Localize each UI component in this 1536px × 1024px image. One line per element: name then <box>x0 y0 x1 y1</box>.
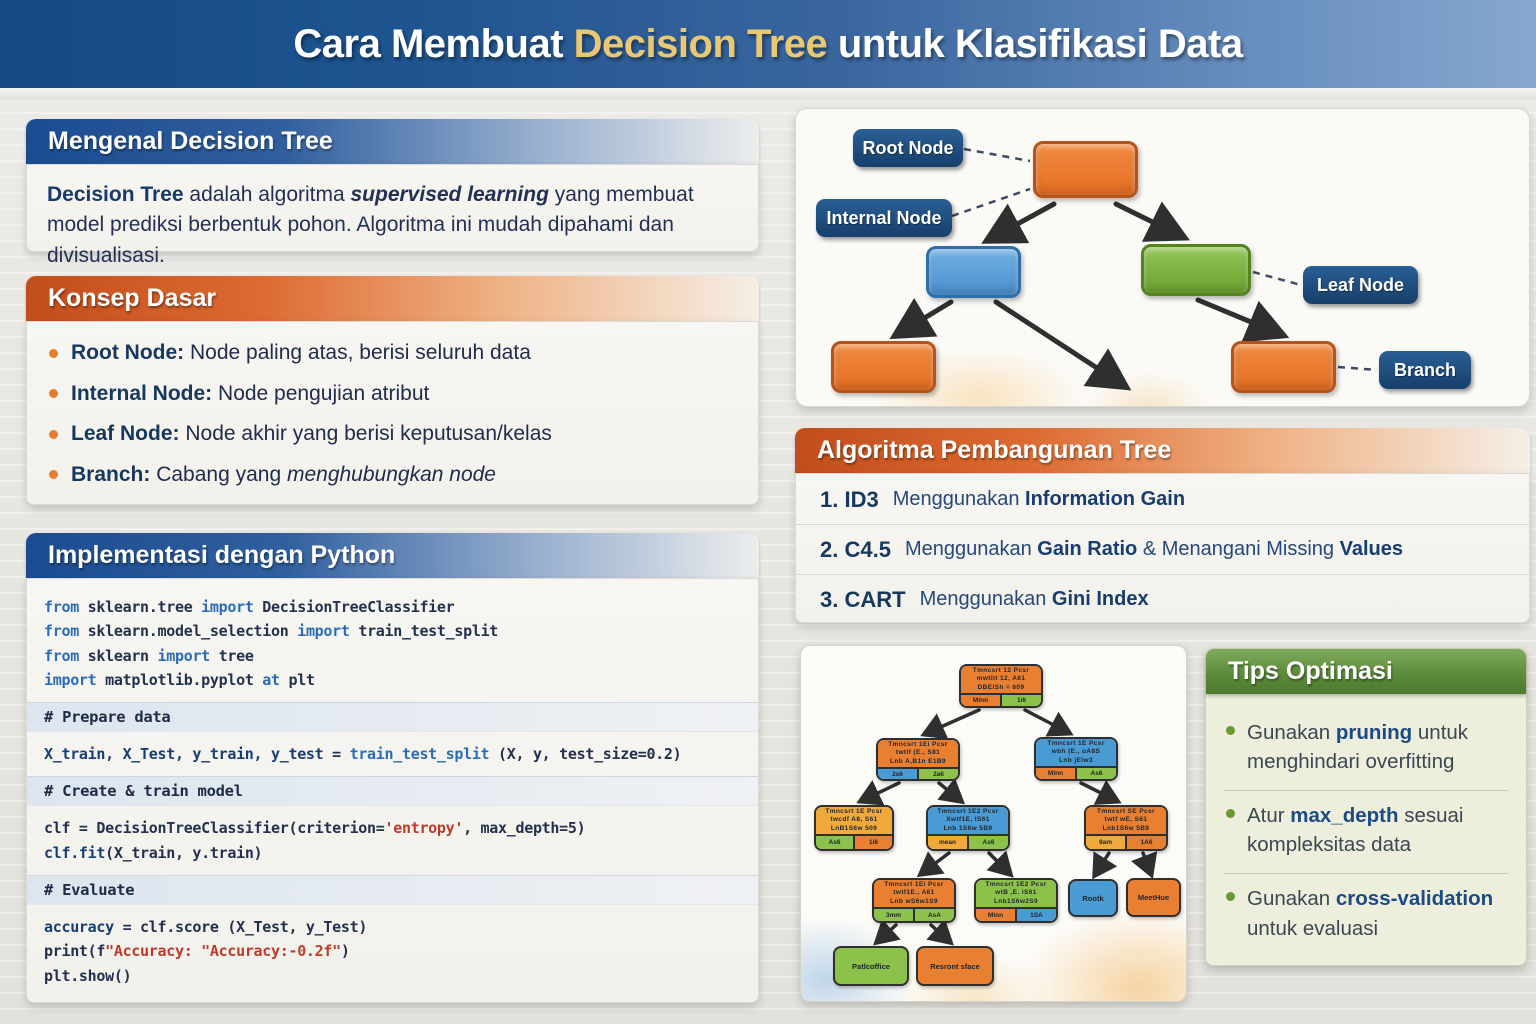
label-internal-node: Internal Node <box>816 199 952 237</box>
code-line: X_train, X_Test, y_train, y_test = train… <box>44 745 682 764</box>
bullet-icon <box>49 429 58 439</box>
bullet-icon <box>1226 892 1235 902</box>
code-line: clf = DecisionTreeClassifier(criterion='… <box>44 819 586 838</box>
title-prefix: Cara Membuat <box>293 21 574 66</box>
list-item: Atur max_depth sesuai kompleksitas data <box>1224 790 1508 873</box>
list-item: Gunakan cross-validation untuk evaluasi <box>1224 873 1508 956</box>
leaf-node-box-right <box>1231 341 1336 393</box>
root-node-box <box>1033 141 1138 198</box>
list-item: Leaf Node: Node akhir yang berisi keputu… <box>27 414 758 455</box>
code-comment: # Evaluate <box>27 875 758 906</box>
code-line: import matplotlib.pyplot at plt <box>44 670 315 689</box>
title-suffix: untuk Klasifikasi Data <box>827 21 1243 66</box>
code-comment: # Create & train model <box>27 776 758 807</box>
code-group: accuracy = clf.score (X_Test, y_Test) pr… <box>27 909 758 994</box>
section-header-implementasi: Implementasi dengan Python <box>26 533 759 578</box>
code-line: from sklearn import tree <box>44 646 254 665</box>
code-line: plt.show() <box>44 966 132 985</box>
section-header-konsep: Konsep Dasar <box>26 276 759 321</box>
bullet-icon <box>49 470 58 480</box>
label-branch: Branch <box>1379 351 1471 389</box>
code-comment: # Prepare data <box>27 702 758 733</box>
code-line: from sklearn.model_selection import trai… <box>44 622 499 641</box>
label-leaf-node: Leaf Node <box>1303 266 1418 304</box>
paragraph: Decision Tree adalah algoritma supervise… <box>47 183 694 267</box>
internal-node-box <box>926 246 1021 298</box>
section-header-algoritma: Algoritma Pembangunan Tree <box>795 428 1530 473</box>
code-line: accuracy = clf.score (X_Test, y_Test) <box>44 918 368 937</box>
code-block: from sklearn.tree import DecisionTreeCla… <box>26 578 759 1003</box>
bold-term: Decision Tree <box>47 183 184 206</box>
tips-card: Tips Optimasi Gunakan pruning untuk meng… <box>1205 648 1527 966</box>
list-item: Branch: Cabang yang menghubungkan node <box>27 455 758 496</box>
label-root-node: Root Node <box>853 129 963 167</box>
italic-term: supervised learning <box>350 183 549 206</box>
leaf-node-box-left <box>831 341 936 393</box>
tree-structure-diagram: Root Node Internal Node Leaf Node Branch <box>795 108 1530 407</box>
section-header-mengenal: Mengenal Decision Tree <box>26 119 759 164</box>
code-line: from sklearn.tree import DecisionTreeCla… <box>44 598 455 616</box>
code-line: clf.fit(X_train, y.train) <box>44 843 263 862</box>
code-line: print(f"Accuracy: "Accuracy:-0.2f") <box>44 942 350 961</box>
mini-leaf: Resront sface <box>916 946 994 986</box>
algoritma-card: 1. ID3 Menggunakan Information Gain 2. C… <box>795 473 1530 623</box>
mini-leaf: MeetHue <box>1126 878 1181 917</box>
konsep-card: Root Node: Node paling atas, berisi selu… <box>26 321 759 505</box>
connector-lines <box>856 708 1158 946</box>
bullet-icon <box>49 348 58 358</box>
connector-lines <box>889 147 1378 391</box>
bullet-icon <box>49 389 58 399</box>
mini-leaf: Rootk <box>1068 879 1118 917</box>
list-item: Root Node: Node paling atas, berisi selu… <box>27 333 758 374</box>
code-group: X_train, X_Test, y_train, y_test = train… <box>27 736 758 772</box>
page-header: Cara Membuat Decision Tree untuk Klasifi… <box>0 0 1536 100</box>
list-item: Internal Node: Node pengujian atribut <box>27 374 758 415</box>
code-imports: from sklearn.tree import DecisionTreeCla… <box>27 589 758 698</box>
tips-body: Gunakan pruning untuk menghindari overfi… <box>1206 694 1526 957</box>
list-item: 1. ID3 Menggunakan Information Gain <box>820 486 1186 512</box>
mini-leaf: Patlcoffice <box>833 946 909 986</box>
list-item: Gunakan pruning untuk menghindari overfi… <box>1224 708 1508 790</box>
section-title: Mengenal Decision Tree <box>48 127 333 155</box>
section-title: Implementasi dengan Python <box>48 541 396 569</box>
bullet-icon <box>1226 809 1235 819</box>
code-group: clf = DecisionTreeClassifier(criterion='… <box>27 810 758 871</box>
list-item: 3. CART Menggunakan Gini Index <box>796 574 1529 624</box>
section-title: Algoritma Pembangunan Tree <box>817 436 1172 464</box>
page-title: Cara Membuat Decision Tree untuk Klasifi… <box>293 21 1243 67</box>
leaf-node-box-green <box>1141 244 1251 296</box>
section-header-tips: Tips Optimasi <box>1206 649 1526 694</box>
mengenal-card: Decision Tree adalah algoritma supervise… <box>26 164 759 267</box>
section-title: Konsep Dasar <box>48 284 217 312</box>
list-item: 2. C4.5 Menggunakan Gain Ratio & Menanga… <box>796 524 1529 574</box>
bullet-icon <box>1226 726 1235 735</box>
section-title: Tips Optimasi <box>1228 657 1393 685</box>
title-highlight: Decision Tree <box>573 21 828 66</box>
